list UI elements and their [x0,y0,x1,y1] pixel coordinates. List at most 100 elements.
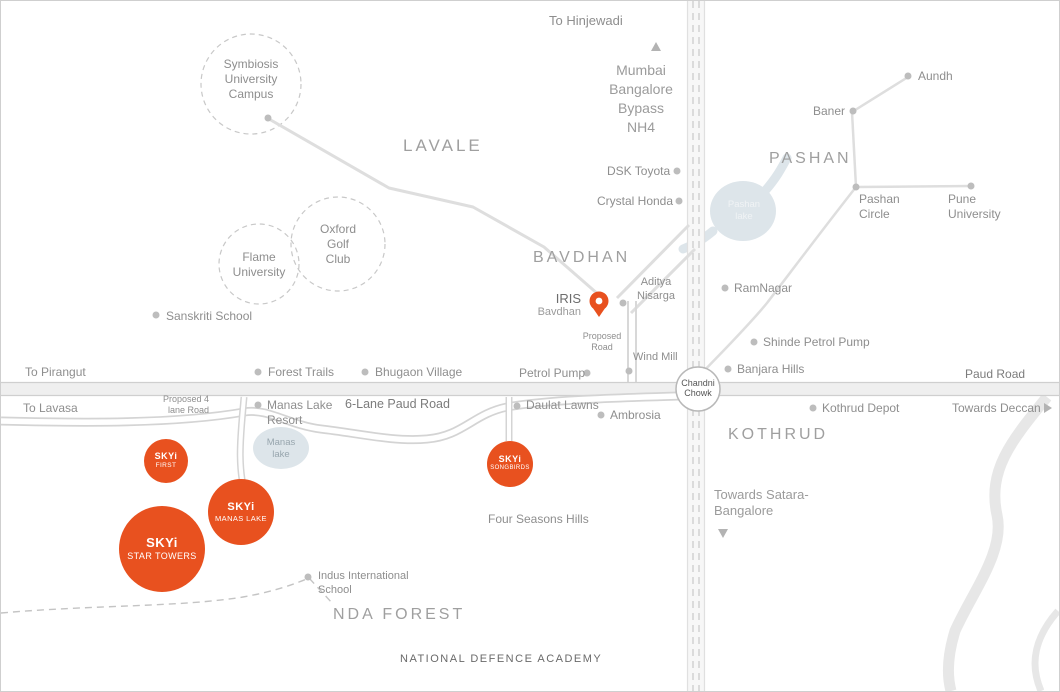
dot-wind-mill [625,367,633,375]
skyi-brand-logo: SKYi [498,454,522,465]
label-flame-university: Flame University [232,250,286,279]
arrow-right-deccan-icon [1044,403,1052,413]
dot-dsk-toyota [673,167,681,175]
label-ramnagar: RamNagar [734,281,793,295]
pashan-road [701,186,857,374]
baner-aundh-road [850,75,909,188]
nda-forest-boundary [1,577,334,614]
lavale-road [268,117,600,297]
dot-petrol-pump [583,369,591,377]
direction-arrows [651,42,1052,538]
label-to-hinjewadi: To Hinjewadi [549,13,623,28]
label-symbiosis-campus: Symbiosis University Campus [223,57,279,101]
dot-banjara-hills [724,365,732,373]
marker-label: SONGBIRDS [490,465,530,472]
paud-road-main [1,381,1059,397]
label-ambrosia: Ambrosia [610,408,661,422]
arrow-up-hinjewadi-icon [651,42,661,51]
label-pune-university: Pune University [948,192,1001,221]
label-pashan-circle: Pashan Circle [859,192,900,221]
dot-indus-school [304,573,312,581]
label-area-lavale: LAVALE [403,136,483,155]
label-forest-trails: Forest Trails [268,365,335,379]
iris-bavdhan-pin [589,291,609,317]
label-proposed-road: Proposed Road [582,331,622,353]
label-four-seasons-hills: Four Seasons Hills [488,512,589,526]
label-petrol-pump: Petrol Pump [519,366,586,380]
label-towards-deccan: Towards Deccan [952,401,1041,415]
dot-sanskriti-school [152,311,160,319]
label-kothrud-depot: Kothrud Depot [822,401,900,415]
label-paud-road: Paud Road [965,367,1026,381]
label-bhugaon-village: Bhugaon Village [375,365,463,379]
dot-manas-resort [254,401,262,409]
label-chandni-chowk: Chandni Chowk [681,378,715,399]
label-aundh: Aundh [918,69,953,83]
flame-university-circle [218,223,300,305]
bavdhan-ramp-2 [629,247,697,315]
label-area-pashan: PASHAN [769,150,852,167]
dot-ramnagar [721,284,729,292]
marker-label: MANAS LAKE [215,513,267,523]
label-proposed-4lane: Proposed 4 lane Road [162,394,209,416]
pashan-lake-stream-2 [760,153,792,196]
label-bypass-nh4: Mumbai Bangalore Bypass NH4 [609,62,673,135]
dot-ambrosia [597,411,605,419]
bavdhan-ramp-1 [615,223,691,300]
campus-circles [200,33,386,305]
dot-forest-trails [254,368,262,376]
pune-university-road [855,184,972,189]
manas-lake-shape [253,427,309,469]
six-lane-road [1,393,680,443]
marker-label: STAR TOWERS [127,550,197,561]
dot-pune-university [967,182,975,190]
label-area-nda-forest: NDA FOREST [333,606,466,623]
dot-crystal-honda [675,197,683,205]
label-to-pirangut: To Pirangut [25,365,86,379]
dot-baner [849,107,857,115]
water-layer [253,153,1059,691]
marker-skyi-star-towers: SKYi STAR TOWERS [119,506,205,592]
river-branch-shape [1031,608,1059,691]
lower-roads [1,391,680,542]
connector-roads [268,75,972,383]
label-six-lane-paud-road: 6-Lane Paud Road [345,397,450,411]
dot-daulat-lawns [513,402,521,410]
marker-skyi-songbirds: SKYi SONGBIRDS [487,441,533,487]
label-shinde-petrol: Shinde Petrol Pump [763,335,870,349]
label-crystal-honda: Crystal Honda [597,194,674,208]
pashan-lake-shape [710,181,776,241]
label-aditya-nisarga: Aditya Nisarga [637,276,675,302]
skyi-brand-logo: SKYi [227,501,255,514]
label-wind-mill: Wind Mill [633,351,678,363]
skyi-brand-logo: SKYi [154,451,178,462]
river-shape [942,393,1052,691]
label-manas-lake: Manas lake [266,437,296,460]
label-baner: Baner [813,104,846,118]
dot-kothrud-depot [809,404,817,412]
label-daulat-lawns: Daulat Lawns [526,398,599,412]
label-oxford-golf: Oxford Golf Club [319,222,356,266]
label-iris-bavdhan: Bavdhan [537,306,581,318]
marker-skyi-first: SKYi FIRST [144,439,188,483]
dot-aditya-nisarga [619,299,627,307]
dot-symbiosis [264,114,272,122]
label-sanskriti-school: Sanskriti School [166,309,253,323]
oxford-golf-circle [290,196,386,292]
arrow-down-satara-icon [718,529,728,538]
label-area-bavdhan: BAVDHAN [533,249,631,266]
label-dsk-toyota: DSK Toyota [607,164,671,178]
symbiosis-circle [200,33,302,135]
label-indus-school: Indus International School [318,570,409,596]
label-nda-academy: NATIONAL DEFENCE ACADEMY [400,653,603,665]
label-pashan-lake: Pashan lake [727,199,761,222]
label-iris: IRIS [555,291,581,306]
label-to-lavasa: To Lavasa [23,401,78,415]
dot-pashan-circle [852,183,860,191]
label-area-kothrud: KOTHRUD [728,426,829,443]
landmark-dots [152,72,975,581]
marker-skyi-manas-lake: SKYi MANAS LAKE [208,479,274,545]
label-banjara-hills: Banjara Hills [737,362,805,376]
